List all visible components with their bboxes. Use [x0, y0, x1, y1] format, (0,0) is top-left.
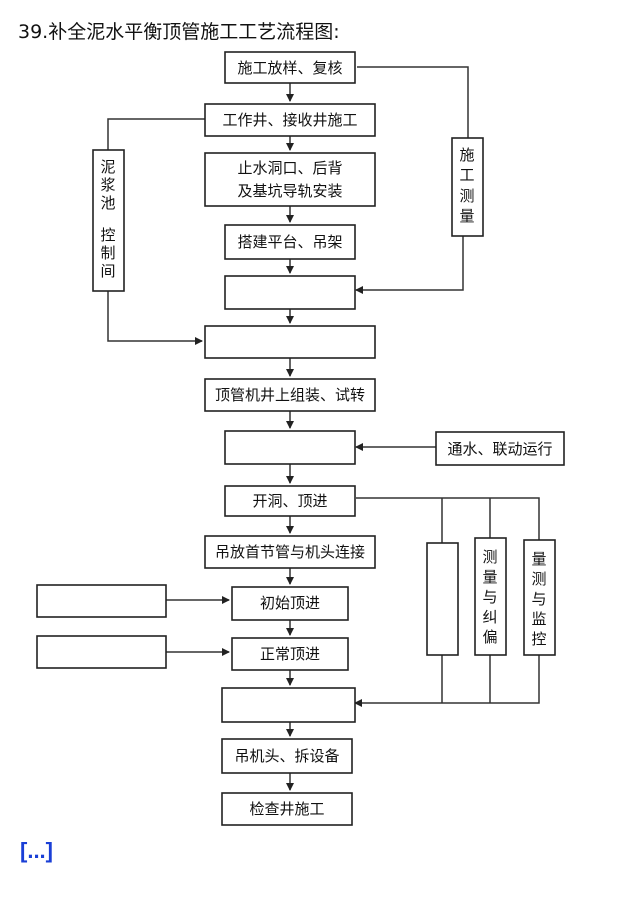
- mud-pool-control-box: 泥 浆 池 控 制 间: [92, 149, 125, 292]
- svg-text:工作井、接收井施工: 工作井、接收井施工: [222, 111, 357, 129]
- right-blank-box: [426, 542, 459, 656]
- more-link[interactable]: [...]: [20, 838, 53, 863]
- water-linkage-box: 通水、联动运行: [435, 431, 565, 466]
- flow-step-15: 检查井施工: [221, 792, 353, 826]
- svg-text:开洞、顶进: 开洞、顶进: [252, 492, 327, 510]
- measure-correction-box: 测 量 与 纠 偏: [474, 537, 507, 656]
- flow-step-10: 吊放首节管与机头连接: [204, 535, 376, 569]
- left-blank-box-a: [36, 584, 167, 618]
- svg-text:量: 量: [482, 568, 497, 586]
- svg-text:工: 工: [459, 166, 474, 184]
- svg-text:控: 控: [100, 226, 115, 244]
- svg-text:控: 控: [531, 630, 546, 648]
- flow-step-7: 顶管机井上组装、试转: [204, 378, 376, 412]
- svg-text:通水、联动运行: 通水、联动运行: [447, 440, 552, 458]
- svg-text:与: 与: [482, 588, 497, 606]
- svg-text:吊放首节管与机头连接: 吊放首节管与机头连接: [215, 543, 365, 561]
- svg-text:施工放样、复核: 施工放样、复核: [237, 59, 342, 77]
- svg-text:池: 池: [100, 194, 115, 212]
- flow-step-11: 初始顶进: [231, 586, 349, 621]
- flow-step-6-blank: [204, 325, 376, 359]
- flow-step-8-blank: [224, 430, 356, 465]
- svg-text:制: 制: [100, 244, 115, 262]
- svg-text:测: 测: [459, 187, 474, 205]
- svg-text:施: 施: [459, 146, 474, 164]
- construction-survey-box: 施 工 测 量: [451, 137, 484, 237]
- svg-text:检查井施工: 检查井施工: [249, 800, 324, 818]
- flow-step-4: 搭建平台、吊架: [224, 224, 356, 260]
- svg-text:纠: 纠: [482, 608, 497, 626]
- svg-text:间: 间: [100, 262, 115, 280]
- svg-text:监: 监: [531, 610, 546, 628]
- left-blank-box-b: [36, 635, 167, 669]
- svg-text:止水洞口、后背: 止水洞口、后背: [237, 159, 342, 177]
- svg-text:量: 量: [531, 550, 546, 568]
- flow-step-14: 吊机头、拆设备: [221, 738, 353, 774]
- flow-step-5-blank: [224, 275, 356, 310]
- svg-text:吊机头、拆设备: 吊机头、拆设备: [234, 747, 339, 765]
- flow-step-1: 施工放样、复核: [224, 51, 356, 84]
- svg-text:浆: 浆: [100, 176, 115, 194]
- svg-text:泥: 泥: [100, 158, 115, 176]
- flow-step-3: 止水洞口、后背 及基坑导轨安装: [204, 152, 376, 207]
- flow-step-9: 开洞、顶进: [224, 485, 356, 517]
- svg-text:及基坑导轨安装: 及基坑导轨安装: [237, 182, 342, 200]
- svg-text:测: 测: [482, 548, 497, 566]
- svg-text:顶管机井上组装、试转: 顶管机井上组装、试转: [215, 386, 365, 404]
- svg-text:搭建平台、吊架: 搭建平台、吊架: [237, 233, 342, 251]
- page-title: 39.补全泥水平衡顶管施工工艺流程图:: [18, 21, 340, 43]
- svg-text:测: 测: [531, 570, 546, 588]
- svg-text:初始顶进: 初始顶进: [260, 594, 320, 612]
- flow-step-12: 正常顶进: [231, 637, 349, 671]
- flow-step-2: 工作井、接收井施工: [204, 103, 376, 137]
- side-connectors: [107, 66, 540, 707]
- monitoring-box: 量 测 与 监 控: [523, 539, 556, 656]
- svg-text:正常顶进: 正常顶进: [260, 645, 320, 663]
- svg-text:偏: 偏: [482, 628, 497, 646]
- svg-text:与: 与: [531, 590, 546, 608]
- flow-step-13-blank: [221, 687, 356, 723]
- svg-text:量: 量: [459, 207, 474, 225]
